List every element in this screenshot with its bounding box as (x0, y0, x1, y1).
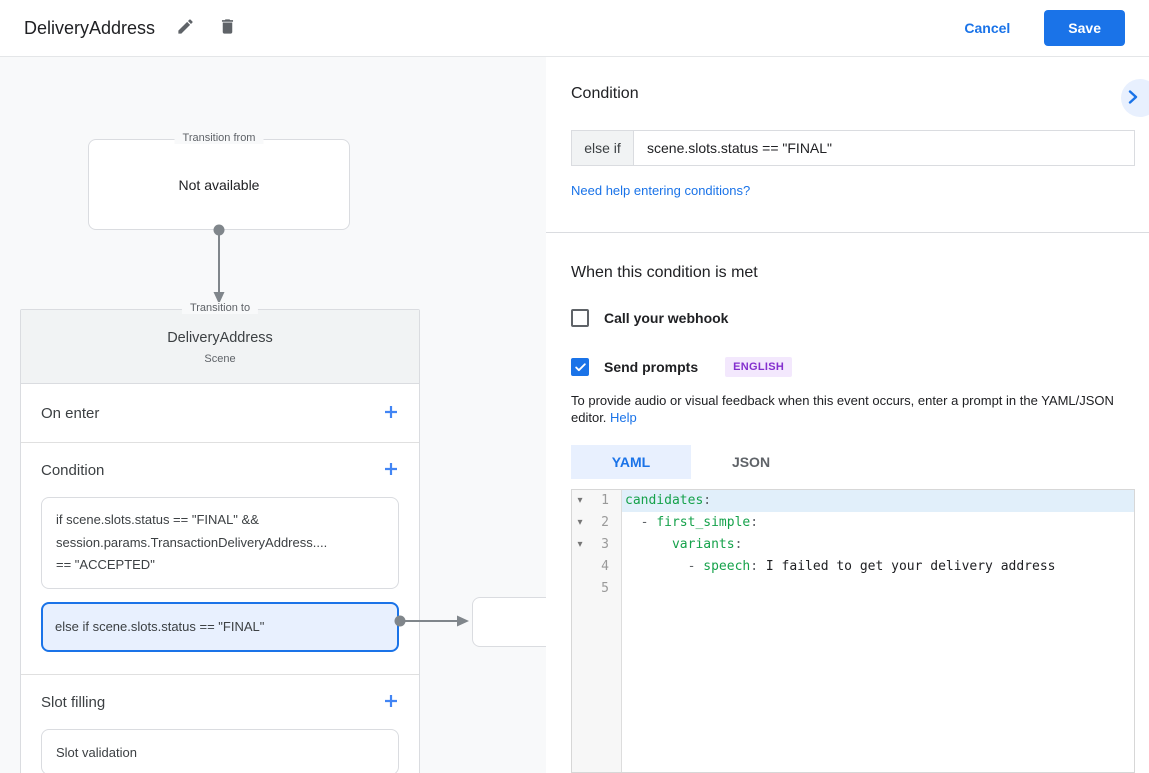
condition-expression-input[interactable]: scene.slots.status == "FINAL" (647, 140, 833, 156)
code-text (622, 578, 1134, 600)
send-prompts-checkbox[interactable] (571, 358, 589, 376)
plus-icon (383, 461, 399, 480)
webhook-row: Call your webhook (571, 309, 1135, 327)
fold-arrow-icon[interactable]: ▾ (577, 495, 583, 506)
delete-scene-button[interactable] (215, 16, 239, 40)
arrow-down-connector (213, 224, 225, 304)
on-enter-label: On enter (41, 404, 100, 422)
slot-filling-label: Slot filling (41, 693, 106, 711)
top-bar: DeliveryAddress Cancel Save (0, 0, 1149, 57)
slot-item[interactable]: Slot validation (41, 729, 399, 773)
when-condition-heading: When this condition is met (571, 264, 758, 281)
line-number: 3 (601, 537, 609, 552)
condition-heading: Condition (571, 85, 639, 102)
tab-json[interactable]: JSON (731, 454, 771, 470)
fold-arrow-icon[interactable]: ▾ (577, 539, 583, 550)
condition-item[interactable]: if scene.slots.status == "FINAL" && sess… (41, 497, 399, 589)
transition-to-label: Transition to (181, 302, 259, 314)
line-number: 1 (601, 493, 609, 508)
gutter-cell: 5 (572, 578, 622, 600)
call-webhook-label: Call your webhook (604, 310, 729, 326)
condition-prefix: else if (572, 131, 634, 165)
chevron-right-icon (1128, 89, 1138, 107)
condition-editor-panel: Condition else if scene.slots.status == … (546, 57, 1149, 773)
send-prompts-row: Send prompts ENGLISH (571, 357, 1135, 377)
code-text: - first_simple: (625, 515, 759, 530)
line-number: 5 (601, 581, 609, 596)
code-line[interactable]: 5 (572, 578, 1134, 600)
arrow-right-connector (394, 615, 469, 627)
transition-from-label: Transition from (174, 132, 264, 144)
add-on-enter-button[interactable] (383, 404, 399, 423)
language-badge: ENGLISH (725, 357, 793, 377)
page-title: DeliveryAddress (24, 17, 156, 38)
gutter-cell: ▾1 (572, 490, 622, 512)
scene-card-header: DeliveryAddress Scene (21, 310, 419, 384)
code-text: - speech: I failed to get your delivery … (625, 559, 1056, 574)
code-text: variants: (671, 537, 743, 552)
scene-name: DeliveryAddress (167, 330, 273, 346)
plus-icon (383, 404, 399, 423)
editor-hint-text: To provide audio or visual feedback when… (571, 393, 1114, 425)
code-line[interactable]: ▾3 variants: (572, 534, 1134, 556)
add-slot-button[interactable] (383, 693, 399, 712)
line-number: 4 (601, 559, 609, 574)
editor-gutter (572, 490, 622, 772)
call-webhook-checkbox[interactable] (571, 309, 589, 327)
gutter-cell: ▾3 (572, 534, 622, 556)
condition-section-label: Condition (41, 461, 105, 479)
scene-type: Scene (204, 353, 236, 365)
code-line[interactable]: ▾2 - first_simple: (572, 512, 1134, 534)
tab-yaml[interactable]: YAML (571, 445, 691, 479)
condition-item-selected[interactable]: else if scene.slots.status == "FINAL" (41, 601, 399, 652)
line-number: 2 (601, 515, 609, 530)
transition-from-content: Not available (178, 176, 260, 193)
condition-input-row: else if scene.slots.status == "FINAL" (571, 130, 1135, 166)
section-divider (546, 232, 1149, 233)
plus-icon (383, 693, 399, 712)
editor-hint: To provide audio or visual feedback when… (571, 392, 1127, 426)
edit-title-button[interactable] (173, 16, 197, 40)
transition-to-card: Transition to DeliveryAddress Scene On e… (20, 302, 420, 773)
scene-diagram-panel: Transition from Not available Transition… (0, 57, 546, 773)
collapse-panel-button[interactable] (1121, 79, 1149, 117)
gutter-cell: 4 (572, 556, 622, 578)
send-prompts-label: Send prompts (604, 359, 699, 375)
cancel-button[interactable]: Cancel (964, 20, 1011, 36)
format-tabs: YAML JSON (571, 445, 1135, 479)
transition-target-box[interactable] (472, 597, 546, 647)
save-button[interactable]: Save (1044, 10, 1125, 46)
pencil-icon (176, 17, 195, 39)
code-line[interactable]: 4 - speech: I failed to get your deliver… (572, 556, 1134, 578)
trash-icon (218, 17, 237, 39)
gutter-cell: ▾2 (572, 512, 622, 534)
code-text: candidates: (622, 490, 1134, 512)
editor-help-link[interactable]: Help (610, 410, 637, 425)
condition-help-link[interactable]: Need help entering conditions? (571, 183, 751, 198)
fold-arrow-icon[interactable]: ▾ (577, 517, 583, 528)
transition-from-box: Transition from Not available (88, 132, 350, 230)
condition-list: if scene.slots.status == "FINAL" && sess… (41, 497, 399, 652)
slot-list: Slot validationTransactionDeliveryAddres… (41, 729, 399, 773)
add-condition-button[interactable] (383, 461, 399, 480)
